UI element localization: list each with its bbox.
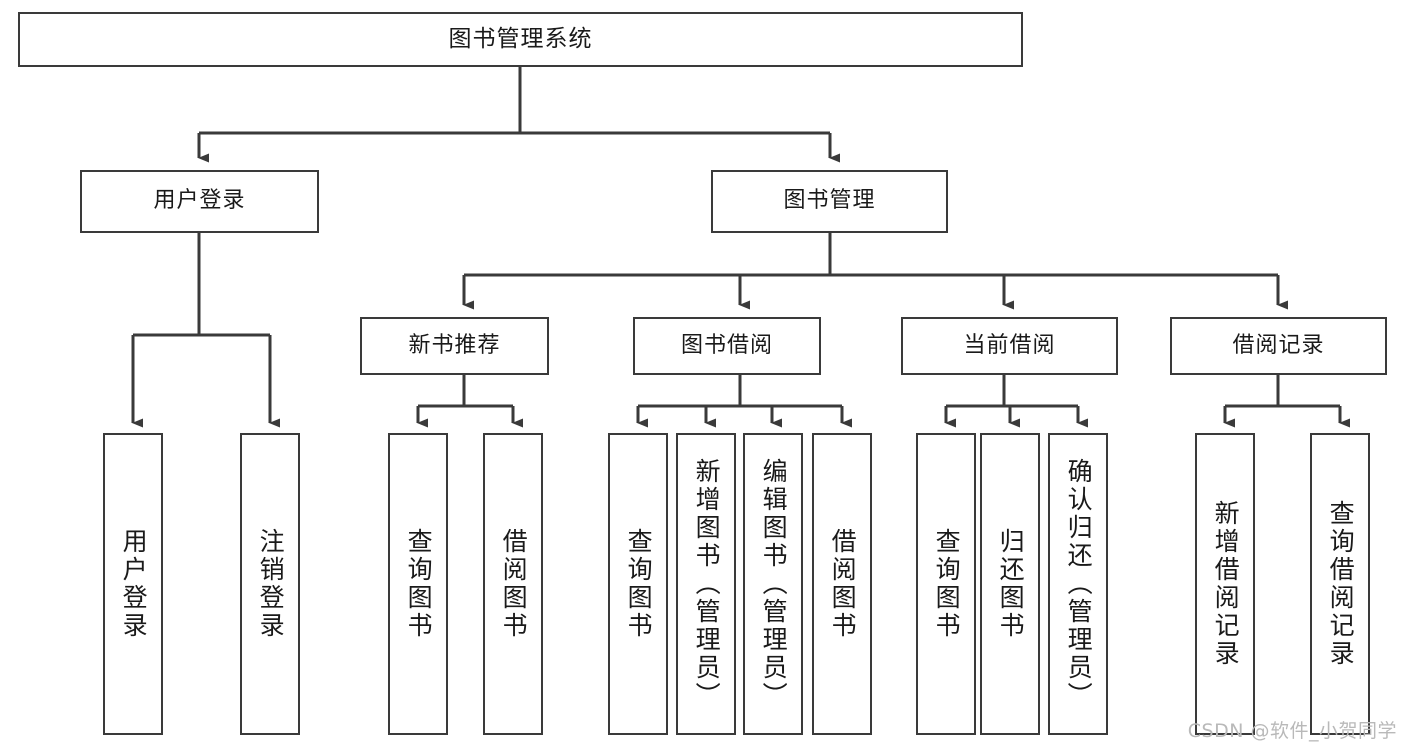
- node-label: 注销登录: [256, 528, 286, 640]
- node-user-login[interactable]: 用户登录: [80, 170, 319, 233]
- leaf-text-wrap: 注销登录: [242, 435, 298, 733]
- leaf-borrow-book-recommend[interactable]: 借阅图书: [483, 433, 543, 735]
- leaf-logout[interactable]: 注销登录: [240, 433, 300, 735]
- leaf-text-wrap: 新增图书（管理员）: [678, 435, 734, 733]
- leaf-query-borrow-record[interactable]: 查询借阅记录: [1310, 433, 1370, 735]
- node-root-system[interactable]: 图书管理系统: [18, 12, 1023, 67]
- node-label: 图书借阅: [680, 332, 773, 358]
- node-label: 当前借阅: [963, 332, 1056, 358]
- leaf-query-book-borrow[interactable]: 查询图书: [608, 433, 668, 735]
- leaf-text-wrap: 查询图书: [390, 435, 446, 733]
- node-label: 借阅记录: [1232, 332, 1325, 358]
- node-label: 编辑图书（管理员）: [759, 458, 789, 710]
- leaf-text-wrap: 编辑图书（管理员）: [745, 435, 801, 733]
- leaf-text-wrap: 借阅图书: [485, 435, 541, 733]
- node-new-book-recommend[interactable]: 新书推荐: [360, 317, 549, 375]
- watermark-text: CSDN @软件_小贺同学: [1187, 720, 1397, 742]
- leaf-add-borrow-record[interactable]: 新增借阅记录: [1195, 433, 1255, 735]
- leaf-text-wrap: 查询借阅记录: [1312, 435, 1368, 733]
- node-book-borrow[interactable]: 图书借阅: [633, 317, 821, 375]
- node-label: 归还图书: [996, 528, 1026, 640]
- node-label: 查询借阅记录: [1326, 500, 1356, 668]
- leaf-add-book-admin[interactable]: 新增图书（管理员）: [676, 433, 736, 735]
- node-label: 借阅图书: [828, 528, 858, 640]
- node-label: 新增图书（管理员）: [692, 458, 722, 710]
- node-current-borrow[interactable]: 当前借阅: [901, 317, 1118, 375]
- node-label: 确认归还（管理员）: [1064, 458, 1094, 710]
- node-label: 新书推荐: [408, 332, 501, 358]
- node-label: 用户登录: [153, 188, 246, 214]
- leaf-text-wrap: 查询图书: [918, 435, 974, 733]
- leaf-text-wrap: 新增借阅记录: [1197, 435, 1253, 733]
- node-label: 查询图书: [404, 528, 434, 640]
- leaf-text-wrap: 确认归还（管理员）: [1050, 435, 1106, 733]
- node-label: 用户登录: [119, 528, 149, 640]
- leaf-query-book-recommend[interactable]: 查询图书: [388, 433, 448, 735]
- leaf-edit-book-admin[interactable]: 编辑图书（管理员）: [743, 433, 803, 735]
- node-label: 图书管理系统: [448, 25, 593, 52]
- leaf-borrow-book[interactable]: 借阅图书: [812, 433, 872, 735]
- node-label: 图书管理: [783, 188, 876, 214]
- leaf-text-wrap: 查询图书: [610, 435, 666, 733]
- node-label: 查询图书: [932, 528, 962, 640]
- node-borrow-record[interactable]: 借阅记录: [1170, 317, 1387, 375]
- leaf-user-login[interactable]: 用户登录: [103, 433, 163, 735]
- node-label: 查询图书: [624, 528, 654, 640]
- leaf-return-book[interactable]: 归还图书: [980, 433, 1040, 735]
- leaf-text-wrap: 借阅图书: [814, 435, 870, 733]
- leaf-text-wrap: 归还图书: [982, 435, 1038, 733]
- leaf-confirm-return-admin[interactable]: 确认归还（管理员）: [1048, 433, 1108, 735]
- node-label: 借阅图书: [499, 528, 529, 640]
- node-label: 新增借阅记录: [1211, 500, 1241, 668]
- leaf-text-wrap: 用户登录: [105, 435, 161, 733]
- leaf-query-book-current[interactable]: 查询图书: [916, 433, 976, 735]
- node-book-management[interactable]: 图书管理: [711, 170, 948, 233]
